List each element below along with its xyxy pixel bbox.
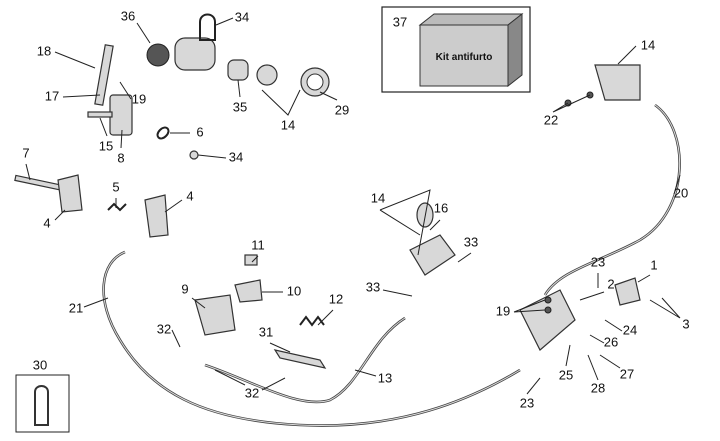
callout-33: 33 bbox=[464, 234, 478, 249]
callout-14: 14 bbox=[641, 37, 655, 52]
callout-2: 2 bbox=[607, 276, 614, 291]
callout-36: 36 bbox=[121, 8, 135, 23]
cable-21 bbox=[102, 250, 521, 427]
callout-22: 22 bbox=[544, 112, 558, 127]
parts bbox=[14, 13, 641, 369]
callout-30: 30 bbox=[33, 357, 47, 372]
callout-11: 11 bbox=[251, 237, 265, 252]
callout-34: 34 bbox=[229, 149, 243, 164]
callout-27: 27 bbox=[620, 366, 634, 381]
callout-31: 31 bbox=[259, 324, 273, 339]
callout-19: 19 bbox=[496, 303, 510, 318]
callout-5: 5 bbox=[112, 179, 119, 194]
kit-box-frame: Kit antifurto bbox=[381, 6, 531, 93]
callout-35: 35 bbox=[233, 99, 247, 114]
callout-37: 37 bbox=[393, 14, 407, 29]
callout-14: 14 bbox=[371, 190, 385, 205]
leader-lines bbox=[25, 17, 681, 395]
callout-19: 19 bbox=[132, 91, 146, 106]
callout-26: 26 bbox=[604, 334, 618, 349]
callout-4: 4 bbox=[186, 188, 193, 203]
callout-15: 15 bbox=[99, 138, 113, 153]
callout-28: 28 bbox=[591, 380, 605, 395]
callout-4: 4 bbox=[43, 215, 50, 230]
callout-21: 21 bbox=[69, 300, 83, 315]
callout-23: 23 bbox=[591, 254, 605, 269]
callout-7: 7 bbox=[22, 145, 29, 160]
callout-33: 33 bbox=[366, 279, 380, 294]
callout-13: 13 bbox=[378, 370, 392, 385]
callout-17: 17 bbox=[45, 88, 59, 103]
callout-1: 1 bbox=[650, 257, 657, 272]
callouts: 36 34 37 14 18 17 19 35 14 29 22 6 15 8 … bbox=[22, 8, 689, 410]
callout-14: 14 bbox=[281, 117, 295, 132]
callout-8: 8 bbox=[117, 150, 124, 165]
callout-20: 20 bbox=[674, 185, 688, 200]
cable-20 bbox=[543, 103, 681, 296]
callout-29: 29 bbox=[335, 102, 349, 117]
callout-3: 3 bbox=[682, 316, 689, 331]
cable-13 bbox=[204, 316, 406, 404]
callout-32: 32 bbox=[157, 321, 171, 336]
callout-32: 32 bbox=[245, 385, 259, 400]
callout-16: 16 bbox=[434, 200, 448, 215]
callout-9: 9 bbox=[181, 281, 188, 296]
callout-34: 34 bbox=[235, 9, 249, 24]
callout-23: 23 bbox=[520, 395, 534, 410]
kit-label: Kit antifurto bbox=[436, 52, 493, 63]
callout-6: 6 bbox=[196, 124, 203, 139]
clip-box-30 bbox=[15, 374, 70, 433]
callout-10: 10 bbox=[287, 283, 301, 298]
callout-25: 25 bbox=[559, 367, 573, 382]
callout-18: 18 bbox=[37, 43, 51, 58]
callout-24: 24 bbox=[623, 322, 637, 337]
callout-12: 12 bbox=[329, 291, 343, 306]
